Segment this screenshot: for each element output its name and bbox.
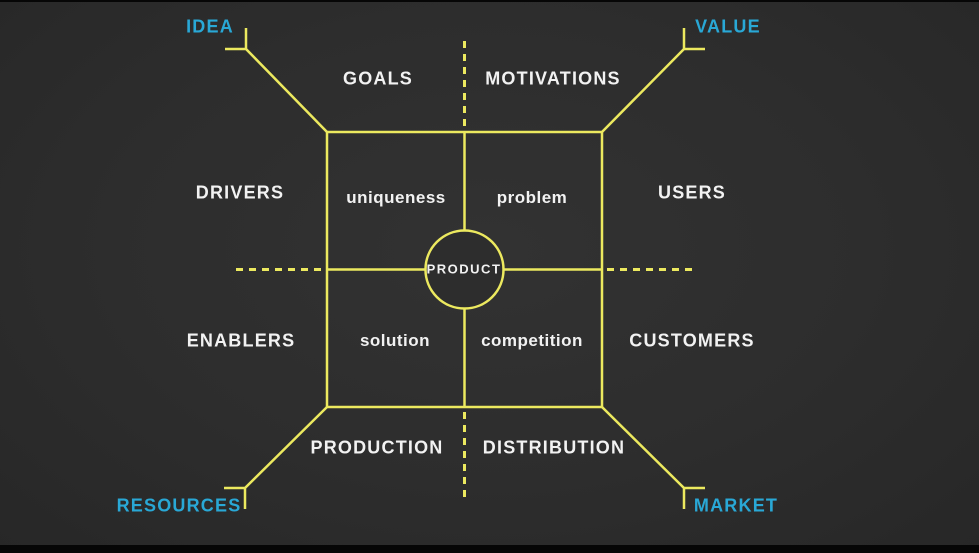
center-label-product: PRODUCT	[426, 261, 502, 277]
corner-label-value: VALUE	[695, 16, 761, 37]
outer-label-goals: GOALS	[342, 68, 414, 89]
outer-label-distribution: DISTRIBUTION	[482, 437, 626, 458]
center-circle	[424, 229, 505, 310]
quadrant-label-uniqueness: uniqueness	[346, 188, 446, 207]
outer-label-enablers: ENABLERS	[186, 330, 296, 351]
corner-label-resources: RESOURCES	[116, 495, 242, 516]
diagonal-bottom-left	[224, 406, 328, 509]
quadrant-label-problem: problem	[496, 188, 568, 207]
outer-label-production: PRODUCTION	[310, 437, 444, 458]
diagonal-top-right	[601, 28, 705, 133]
diagonal-top-left	[225, 28, 328, 133]
bottom-edge-bar	[0, 545, 979, 553]
diagonal-bottom-right	[601, 406, 705, 509]
top-edge-bar	[0, 0, 979, 2]
corner-label-idea: IDEA	[186, 16, 234, 37]
outer-label-users: USERS	[657, 182, 727, 203]
quadrant-label-competition: competition	[481, 331, 583, 350]
outer-label-customers: CUSTOMERS	[629, 330, 755, 351]
outer-label-drivers: DRIVERS	[195, 182, 285, 203]
corner-label-market: MARKET	[693, 495, 779, 516]
outer-label-motivations: MOTIVATIONS	[485, 68, 621, 89]
quadrant-label-solution: solution	[359, 331, 431, 350]
